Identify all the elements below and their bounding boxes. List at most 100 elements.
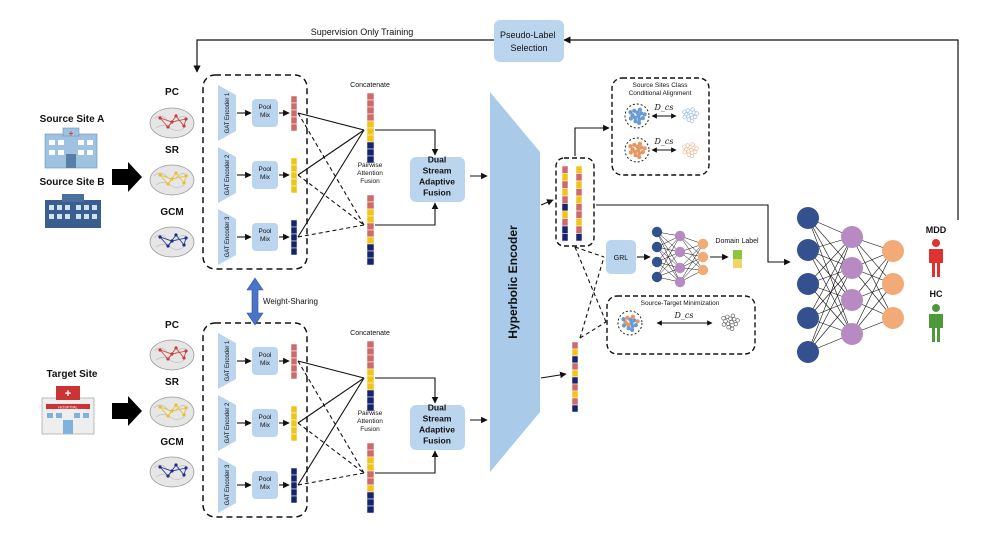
cluster-point: [637, 154, 642, 160]
concat-to-fusion-arrow: [375, 129, 439, 156]
bar-segment: [290, 488, 298, 497]
cluster-point: [725, 314, 730, 319]
bar-segment: [571, 348, 579, 357]
brain-node: [174, 171, 178, 175]
cluster-point: [735, 318, 740, 323]
gat-encoder-label-3: GAT Encoder 3: [225, 216, 231, 257]
brain-edge: [175, 115, 185, 127]
brain-node: [174, 114, 178, 118]
grl-label: GRL: [614, 255, 629, 262]
brain-node: [170, 409, 174, 413]
cluster-point: [626, 326, 631, 331]
brain-pc-0: PC: [149, 87, 195, 139]
dual-stream-fusion-box: [410, 405, 465, 450]
cluster-point: [628, 116, 634, 121]
bar-segment: [290, 171, 298, 180]
brain-edge: [175, 172, 185, 184]
brain-edge: [159, 174, 173, 180]
bar-segment: [366, 127, 375, 136]
gat-encoder-2: [218, 395, 236, 451]
brain-edge: [159, 117, 173, 123]
cluster-point: [730, 313, 736, 318]
brain-node: [184, 236, 188, 240]
concatenate-label: Concatenate: [350, 82, 390, 89]
gat-encoder-label-1: GAT Encoder 1: [225, 92, 231, 133]
pseudo-label-box: [494, 20, 564, 62]
outputs: MDD HC: [926, 225, 947, 342]
net-edge: [679, 256, 704, 283]
svg-text:HOSPITAL: HOSPITAL: [58, 405, 78, 410]
cluster-point: [682, 115, 687, 120]
bar-segment: [366, 340, 375, 349]
bar-segment: [366, 477, 375, 486]
fusion-line: [297, 377, 365, 486]
brain-gcm-5: GCM: [149, 437, 195, 488]
net-edge: [656, 231, 681, 269]
hyperbolic-encoder-shape: [490, 92, 540, 472]
brain-node: [158, 465, 162, 469]
pool-mix-box: [252, 409, 278, 437]
bar-segment: [366, 361, 375, 370]
brain-node: [182, 356, 186, 360]
bar-segment: [575, 180, 583, 189]
bar-segment: [290, 405, 298, 414]
sites: Source Site A + Source Site B Target Sit…: [39, 114, 142, 435]
net-edge: [679, 243, 704, 283]
classifier-edge: [807, 217, 853, 269]
brain-sr-4: SR: [149, 377, 195, 428]
brain-gcm-2: GCM: [149, 207, 195, 258]
bar-segment: [561, 173, 569, 182]
bar-segment: [571, 362, 579, 371]
classifier-edge: [807, 236, 853, 319]
target-to-minimization-line: [579, 321, 607, 339]
hc-label: HC: [930, 289, 943, 299]
bar-segment: [366, 396, 375, 405]
brain-node: [184, 466, 188, 470]
classifier-edge: [807, 299, 853, 353]
bar-segment: [571, 355, 579, 364]
source-b-blue-cluster: [682, 107, 699, 124]
bar-segment: [366, 382, 375, 391]
bar-segment: [575, 188, 583, 197]
bar-segment: [290, 371, 298, 380]
net-node: [651, 256, 663, 268]
cluster-point: [630, 113, 635, 118]
target-embedding-bar: [571, 341, 579, 413]
brain-node: [166, 357, 170, 361]
bar-segment: [290, 185, 298, 194]
cluster-point: [635, 110, 640, 115]
source-arrow-icon: [112, 162, 142, 192]
mdd-label: MDD: [926, 225, 947, 235]
bar-segment: [366, 222, 375, 231]
concatenate-label: Concatenate: [350, 330, 390, 337]
bar-segment: [366, 250, 375, 259]
cluster-point: [723, 319, 728, 324]
brain-edge: [159, 117, 169, 128]
classifier-node: [841, 323, 863, 345]
gat-encoder-2: [218, 147, 236, 203]
bar-segment: [366, 243, 375, 252]
brain-node: [158, 348, 162, 352]
classifier-edge: [851, 236, 894, 319]
bar-segment: [366, 134, 375, 143]
brain-edge: [159, 406, 173, 412]
cluster-point: [693, 114, 698, 119]
cluster-point: [693, 149, 698, 154]
concat-bar-1: [366, 340, 375, 412]
pool-mix-box: [252, 347, 278, 375]
concat-to-fusion-arrow: [375, 450, 439, 474]
bar-segment: [366, 120, 375, 129]
brain-node: [158, 405, 162, 409]
gat-encoder-3: [218, 457, 236, 513]
gat-encoder-3: [218, 209, 236, 265]
bar-segment: [366, 347, 375, 356]
net-edge: [656, 235, 681, 263]
bar-segment: [290, 116, 298, 125]
bar-segment: [366, 215, 375, 224]
